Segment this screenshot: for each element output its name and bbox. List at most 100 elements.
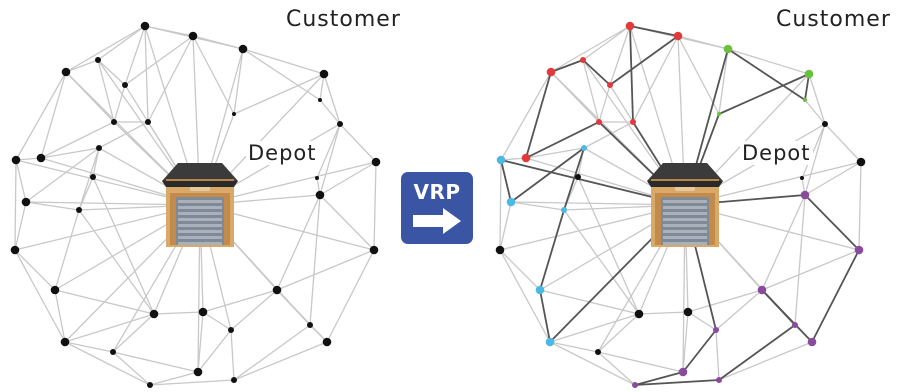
route-edge [629,25,679,37]
customer-node [50,285,60,295]
route-edge [811,249,860,343]
network-edge [323,73,341,125]
customer-node [678,367,688,377]
network-edge [499,159,502,251]
customer-node [803,98,807,102]
customer-node [607,82,613,88]
network-edge [319,73,325,101]
customer-node [111,119,117,125]
garage-door-slat [178,212,222,215]
customer-node [800,176,804,180]
depot-icon-part [647,163,723,181]
network-edge [549,313,640,343]
routed-network-graph [495,21,866,388]
network-edge [25,201,80,211]
network-edge [40,71,67,159]
network-edge [632,35,679,123]
network-edge [153,311,204,315]
network-edge [233,341,328,381]
network-edge [124,35,194,86]
customer-node [95,57,101,63]
customer-node [60,337,70,347]
garage-door-slat [178,200,222,203]
customer-node [807,337,817,347]
network-edge [112,351,151,386]
network-edge [54,209,80,291]
route-edge [718,73,810,115]
network-edge [319,194,375,251]
network-edge [242,48,325,75]
network-edge [550,25,631,73]
network-edge [715,329,720,381]
route-edge [550,59,584,73]
vrp-label: VRP [413,180,461,204]
customer-node [232,112,236,116]
network-edge [319,161,377,196]
network-edge [112,351,199,373]
network-edge [597,351,636,386]
customer-node [630,119,636,125]
customer-node [625,21,635,31]
depot-label: Depot [246,141,319,165]
customer-node [90,174,96,180]
network-edge [149,371,199,386]
network-edge [808,73,826,125]
vrp-badge: VRP [401,172,473,244]
customer-label: Customer [286,7,401,32]
right-arrow-icon [413,208,461,234]
network-edge [92,147,100,178]
network-edge [858,161,862,251]
customer-node [193,367,203,377]
garage-door-slat [663,218,707,221]
customer-node [96,145,102,151]
customer-node [535,285,545,295]
customer-node [595,349,601,355]
customer-node [717,112,721,116]
route-edge [804,194,860,251]
customer-node [318,98,322,102]
network-edge [144,25,149,123]
network-edge [598,84,611,123]
customer-node [11,155,21,165]
customer-node [856,157,866,167]
network-edge [192,35,235,115]
network-edge [65,25,146,73]
route-edge [582,59,611,86]
network-edge [499,249,541,291]
route-edge [718,324,796,381]
network-edge [97,25,146,61]
network-edge [597,313,640,353]
route-edge [727,48,806,101]
network-edge [309,194,321,326]
network-edge [230,289,278,331]
customer-node [238,44,248,54]
customer-node [231,377,237,383]
garage-door-slat [663,224,707,227]
network-edge [824,123,862,163]
network-edge [319,123,341,196]
garage-door-slat [178,206,222,209]
network-edge [197,329,232,373]
network-edge [761,194,806,291]
network-edge [113,84,126,123]
garage-door-slat [663,236,707,239]
network-edge [715,289,763,331]
customer-node [632,382,638,388]
customer-node [322,337,332,347]
customer-node [496,155,506,165]
customer-node [634,309,644,319]
network-edge [761,249,860,291]
customer-node [110,349,116,355]
depot-icon-part [162,163,238,181]
network-edge [54,289,66,343]
customer-node [506,197,516,207]
network-edge [563,209,640,315]
route-edge [539,289,551,343]
customer-node [198,307,208,317]
network-edge [582,59,600,123]
customer-node [272,285,282,295]
customer-node [521,153,531,163]
customer-node [757,285,767,295]
network-edge [97,59,115,123]
